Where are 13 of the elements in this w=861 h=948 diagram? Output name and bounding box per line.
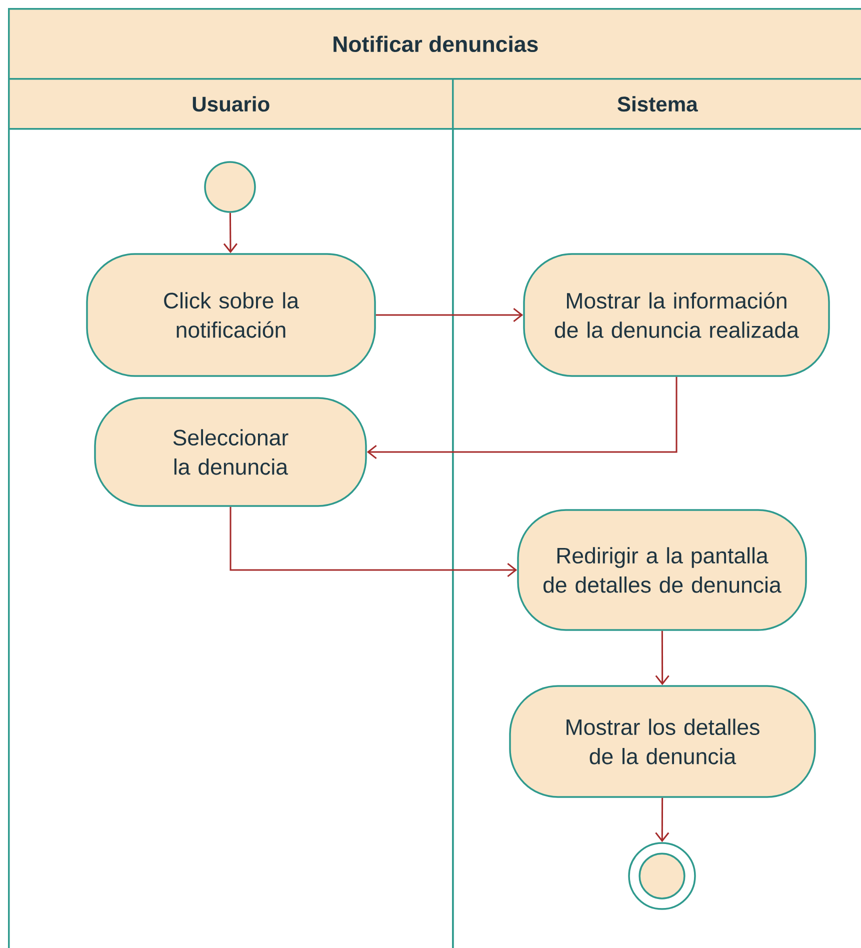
arrow — [376, 308, 524, 322]
arrow — [223, 212, 238, 254]
final-node — [628, 842, 696, 910]
arrow — [655, 630, 670, 686]
action-box: Click sobre la notificación — [86, 253, 376, 377]
action-box: Mostrar los detalles de la denuncia — [509, 685, 816, 798]
action-box: Seleccionar la denuncia — [94, 397, 367, 507]
initial-node — [204, 161, 256, 213]
action-box: Redirigir a la pantalla de detalles de denuncia — [517, 509, 807, 631]
arrow — [230, 506, 518, 578]
arrow — [366, 376, 678, 460]
action-box: Mostrar la información de la denuncia realizada — [523, 253, 830, 377]
arrow — [655, 798, 670, 842]
